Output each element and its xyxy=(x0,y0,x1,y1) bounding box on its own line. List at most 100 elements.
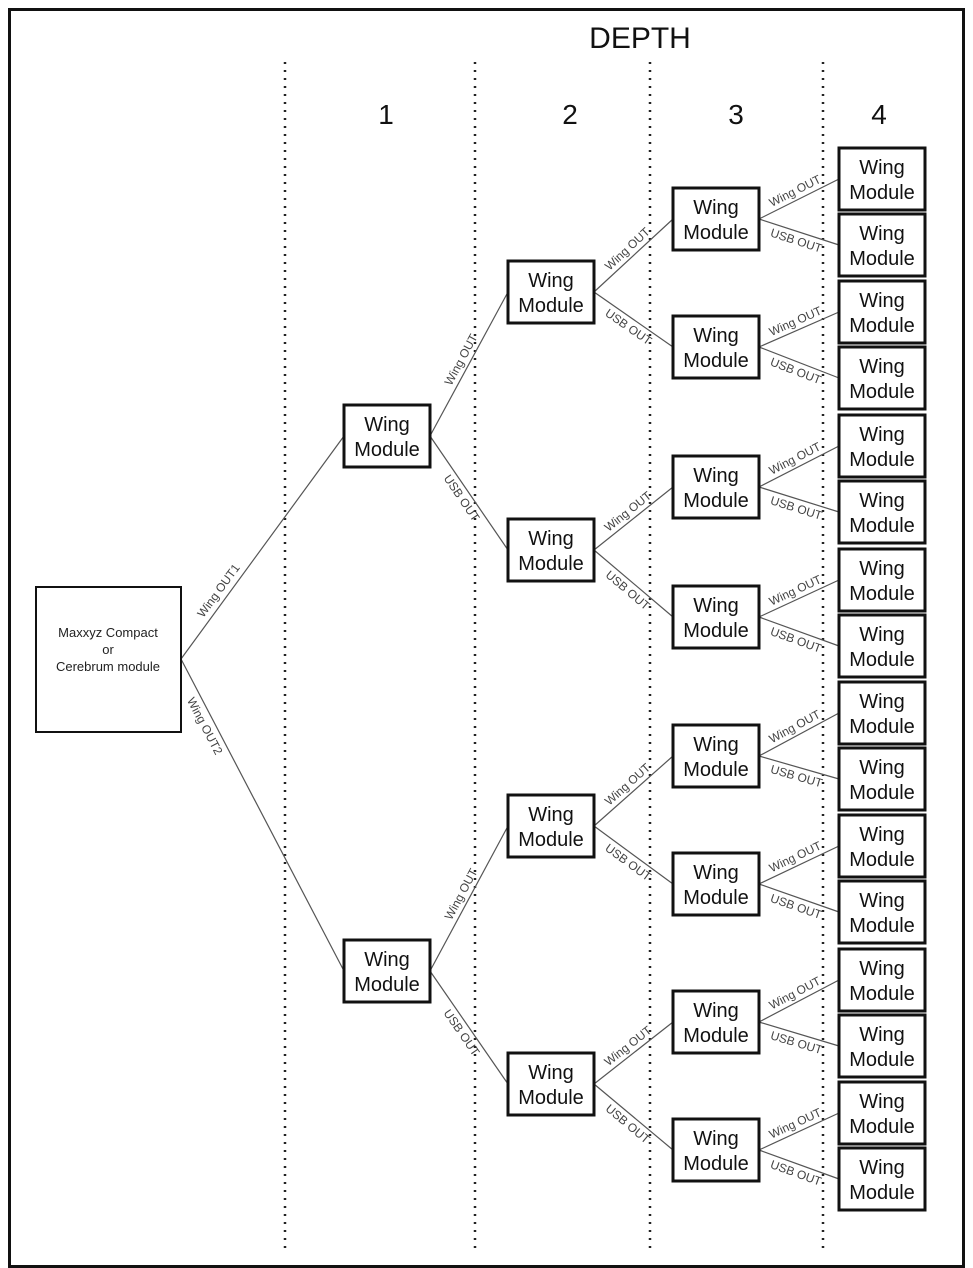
column-label-2: 2 xyxy=(562,99,578,130)
module-label-line-2: Module xyxy=(849,315,915,337)
wing-out-connector xyxy=(758,1112,840,1151)
module-label-line-1: Wing xyxy=(528,1062,574,1084)
wing-out-connector xyxy=(429,825,509,972)
usb-out-connector xyxy=(758,616,840,647)
module-label-line-1: Wing xyxy=(693,734,739,756)
module-label-line-1: Wing xyxy=(693,197,739,219)
module-label-line-2: Module xyxy=(683,620,749,642)
usb-out-label: USB OUT xyxy=(769,1028,825,1057)
usb-out-connector xyxy=(758,486,840,513)
module-label-line-1: Wing xyxy=(364,949,410,971)
usb-out-label: USB OUT xyxy=(769,891,825,922)
module-label-line-2: Module xyxy=(518,553,584,575)
usb-out-connector xyxy=(429,970,509,1085)
module-label-line-2: Module xyxy=(518,829,584,851)
module-label-line-1: Wing xyxy=(693,595,739,617)
module-label-line-1: Wing xyxy=(859,958,905,980)
module-label-line-2: Module xyxy=(849,716,915,738)
wing-out-connector xyxy=(758,311,840,348)
module-label-line-1: Wing xyxy=(364,414,410,436)
module-label-line-1: Wing xyxy=(528,528,574,550)
module-label-line-1: Wing xyxy=(859,424,905,446)
module-label-line-1: Wing xyxy=(859,691,905,713)
root-wing-out1-connector xyxy=(180,435,345,660)
module-label-line-1: Wing xyxy=(693,1128,739,1150)
usb-out-connector xyxy=(429,435,509,551)
wing-out-connector xyxy=(758,579,840,618)
module-label-line-1: Wing xyxy=(859,1157,905,1179)
module-label-line-2: Module xyxy=(849,915,915,937)
module-label-line-2: Module xyxy=(683,759,749,781)
module-label-line-1: Wing xyxy=(693,325,739,347)
module-label-line-2: Module xyxy=(354,974,420,996)
module-label-line-2: Module xyxy=(683,350,749,372)
module-label-line-2: Module xyxy=(518,295,584,317)
usb-out-connector xyxy=(593,549,674,618)
module-label-line-2: Module xyxy=(849,983,915,1005)
usb-out-connector xyxy=(593,825,674,885)
module-label-line-1: Wing xyxy=(859,624,905,646)
usb-out-connector xyxy=(758,1021,840,1047)
module-label-line-1: Wing xyxy=(859,356,905,378)
wing-out-connector xyxy=(758,979,840,1023)
edges-layer xyxy=(180,178,840,1180)
root-module-box: Maxxyz Compact or Cerebrum module xyxy=(35,586,182,733)
wing-out-connector xyxy=(758,178,840,220)
module-label-line-2: Module xyxy=(849,381,915,403)
module-label-line-1: Wing xyxy=(859,223,905,245)
column-label-1: 1 xyxy=(378,99,394,130)
root-wing-out1-label: Wing OUT1 xyxy=(194,561,242,620)
usb-out-label: USB OUT xyxy=(603,568,653,614)
usb-out-connector xyxy=(758,346,840,379)
module-label-line-1: Wing xyxy=(859,824,905,846)
module-label-line-2: Module xyxy=(683,887,749,909)
module-label-line-1: Wing xyxy=(859,558,905,580)
module-label-line-2: Module xyxy=(849,248,915,270)
wing-out-connector xyxy=(758,845,840,885)
usb-out-connector xyxy=(758,1149,840,1180)
usb-out-label: USB OUT xyxy=(603,841,655,884)
module-label-line-1: Wing xyxy=(528,804,574,826)
wing-out-connector xyxy=(758,445,840,488)
column-label-4: 4 xyxy=(871,99,887,130)
module-label-line-1: Wing xyxy=(693,1000,739,1022)
wing-out-label: Wing OUT xyxy=(602,224,653,273)
usb-out-label: USB OUT xyxy=(769,624,825,656)
module-label-line-2: Module xyxy=(849,1049,915,1071)
wing-out-connector xyxy=(593,486,674,551)
module-label-line-2: Module xyxy=(849,515,915,537)
module-label-line-1: Wing xyxy=(528,270,574,292)
module-label-line-1: Wing xyxy=(859,157,905,179)
module-label-line-2: Module xyxy=(849,849,915,871)
usb-out-connector xyxy=(758,883,840,913)
module-label-line-1: Wing xyxy=(859,290,905,312)
wing-out-connector xyxy=(758,712,840,757)
module-label-line-2: Module xyxy=(849,449,915,471)
module-label-line-1: Wing xyxy=(859,1091,905,1113)
wing-out-label: Wing OUT xyxy=(602,488,655,534)
root-label-line-1: Maxxyz Compact xyxy=(58,625,158,640)
module-label-line-2: Module xyxy=(518,1087,584,1109)
wing-out-connector xyxy=(429,291,509,437)
usb-out-label: USB OUT xyxy=(769,1157,825,1189)
usb-out-label: USB OUT xyxy=(769,226,825,256)
